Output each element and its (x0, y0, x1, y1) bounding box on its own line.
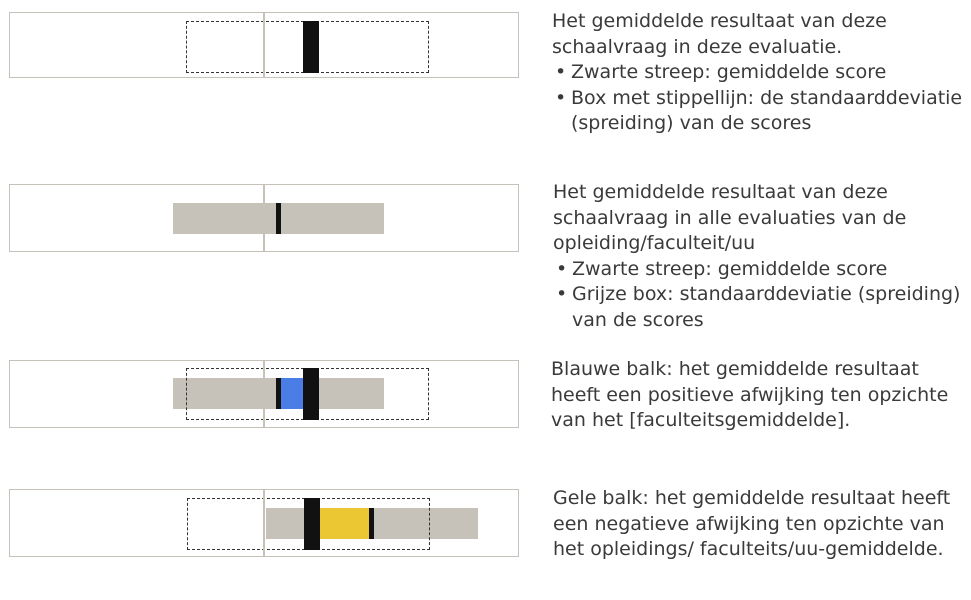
legend-description: Blauwe balk: het gemiddelde resultaat he… (551, 358, 949, 431)
mean-score-bar (276, 203, 281, 234)
center-line (263, 13, 265, 77)
mean-score-bar (304, 498, 320, 550)
bullet-text: Zwarte streep: gemiddelde score (571, 61, 887, 83)
center-line (263, 185, 265, 251)
legend-text-2: Het gemiddelde resultaat van deze schaal… (553, 180, 968, 333)
center-line (263, 490, 265, 556)
bullet-text: Box met stippellijn: de standaarddeviati… (571, 86, 963, 135)
legend-text-4: Gele balk: het gemiddelde resultaat heef… (553, 486, 968, 563)
legend-bullet: • Zwarte streep: gemiddelde score (552, 60, 967, 86)
negative-deviation-bar (319, 508, 370, 539)
legend-bullet: • Zwarte streep: gemiddelde score (553, 257, 968, 283)
bullet-text: Zwarte streep: gemiddelde score (572, 257, 888, 280)
negative-deviation-example (9, 489, 519, 557)
bullet-text: Grijze box: standaarddeviatie (spreiding… (572, 283, 961, 331)
overall-mean-bar (369, 508, 374, 539)
bullet-dot: • (556, 283, 568, 305)
center-line (263, 361, 265, 427)
legend-description: Gele balk: het gemiddelde resultaat heef… (553, 487, 951, 560)
legend-text-3: Blauwe balk: het gemiddelde resultaat he… (551, 357, 969, 434)
mean-score-bar (303, 21, 319, 73)
positive-deviation-example (9, 360, 519, 428)
bullet-dot: • (555, 86, 567, 109)
mean-score-bar (303, 368, 319, 420)
bullet-dot: • (556, 257, 568, 280)
bullet-dot: • (555, 61, 567, 83)
overall-mean-bar (276, 378, 281, 409)
legend-bullet: • Box met stippellijn: de standaarddevia… (552, 86, 967, 137)
positive-deviation-bar (281, 378, 304, 409)
legend-description: Het gemiddelde resultaat van deze schaal… (552, 10, 887, 58)
legend-text-1: Het gemiddelde resultaat van deze schaal… (552, 9, 967, 137)
legend-bullet: • Grijze box: standaarddeviatie (spreidi… (553, 282, 968, 333)
evaluation-mean-example (9, 12, 519, 78)
overall-mean-example (9, 184, 519, 252)
legend-description: Het gemiddelde resultaat van deze schaal… (553, 181, 907, 254)
